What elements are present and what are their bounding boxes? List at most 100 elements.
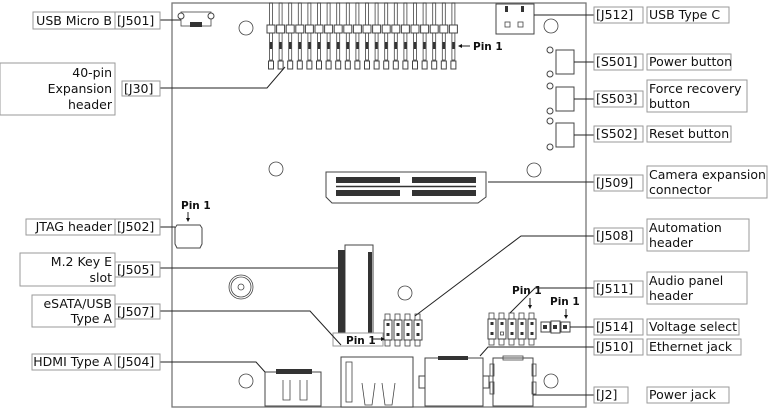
callout-j514: [J514] Voltage select	[593, 318, 740, 336]
svg-text:eSATA/USB: eSATA/USB	[43, 296, 112, 311]
svg-text:[J502]: [J502]	[117, 219, 154, 234]
audio-panel-header-part	[487, 312, 537, 346]
callout-j501: USB Micro B [J501]	[32, 11, 161, 30]
callout-j504: HDMI Type A [J504]	[31, 353, 161, 371]
mounting-hole	[238, 20, 254, 36]
svg-text:Type A: Type A	[70, 311, 113, 326]
force-recovery-button-part	[546, 82, 575, 115]
usb-micro-b-connector	[177, 11, 215, 27]
pin1-marker-j514: Pin 1	[550, 296, 580, 319]
svg-text:HDMI Type A: HDMI Type A	[33, 354, 112, 369]
svg-text:USB Type C: USB Type C	[649, 7, 720, 22]
callout-j505: M.2 Key E slot [J505]	[19, 252, 161, 287]
svg-text:Expansion: Expansion	[48, 81, 112, 96]
standoff-hole	[228, 274, 254, 300]
header-pin-column	[448, 2, 458, 70]
svg-text:Audio panel: Audio panel	[649, 273, 723, 288]
svg-text:header: header	[649, 235, 694, 250]
callout-j511: [J511] Audio panel header	[593, 271, 748, 305]
svg-text:Pin 1: Pin 1	[550, 296, 580, 308]
header-pin-column	[314, 2, 324, 70]
callout-label: USB Micro B	[36, 13, 112, 28]
header-pin-column	[304, 2, 314, 70]
camera-expansion-connector	[325, 171, 487, 204]
svg-text:[S501]: [S501]	[596, 54, 638, 69]
header-pin-column	[362, 2, 372, 70]
hdmi-type-a-connector	[264, 369, 322, 407]
header-pin-column	[429, 2, 439, 70]
svg-text:Pin 1: Pin 1	[346, 335, 376, 347]
header-pin-column	[343, 2, 353, 70]
callout-j510: [J510] Ethernet jack	[593, 338, 742, 356]
mounting-hole	[543, 373, 559, 389]
callout-ref: [J501]	[117, 13, 154, 28]
svg-text:button: button	[649, 96, 690, 111]
svg-text:[J508]: [J508]	[596, 228, 633, 243]
header-pin-column	[527, 312, 537, 346]
m2-key-e-slot	[338, 244, 374, 341]
header-pin-column	[403, 313, 413, 347]
jtag-header-part	[174, 224, 203, 249]
header-pin-column	[381, 2, 391, 70]
svg-text:M.2 Key E: M.2 Key E	[51, 254, 112, 269]
header-pin-column	[507, 312, 517, 346]
mounting-hole	[268, 161, 284, 177]
callout-j509: [J509] Camera expansion connector	[593, 165, 768, 199]
callout-j512: [J512] USB Type C	[593, 6, 730, 24]
header-pin-column	[410, 2, 420, 70]
callout-s501: [S501] Power button	[593, 53, 732, 71]
svg-text:Pin 1: Pin 1	[473, 41, 503, 53]
svg-text:slot: slot	[89, 270, 112, 285]
header-pin-column	[295, 2, 305, 70]
mounting-hole	[238, 373, 254, 389]
svg-text:[J511]: [J511]	[596, 281, 633, 296]
callout-s503: [S503] Force recovery button	[593, 79, 748, 113]
mounting-hole	[526, 162, 542, 178]
svg-text:header: header	[649, 288, 694, 303]
callout-s502: [S502] Reset button	[593, 125, 732, 143]
automation-header-part	[383, 313, 423, 347]
header-pin-column	[324, 2, 334, 70]
svg-text:Pin 1: Pin 1	[512, 285, 542, 297]
svg-text:[J514]: [J514]	[596, 319, 633, 334]
callout-j507: eSATA/USB Type A [J507]	[31, 294, 161, 328]
power-button-part	[546, 46, 575, 78]
svg-text:40-pin: 40-pin	[72, 65, 112, 80]
callout-j30: 40-pin Expansion header [J30]	[0, 62, 161, 116]
svg-text:Reset button: Reset button	[649, 126, 729, 141]
pin1-marker-j502: Pin 1	[181, 200, 211, 222]
header-pin-column	[393, 313, 403, 347]
svg-text:[J510]: [J510]	[596, 339, 633, 354]
svg-text:[J2]: [J2]	[596, 387, 617, 402]
header-pin-column	[333, 2, 343, 70]
svg-text:[J512]: [J512]	[596, 7, 633, 22]
svg-text:[J507]: [J507]	[117, 304, 154, 319]
header-pin-column	[517, 312, 527, 346]
power-jack	[489, 355, 537, 407]
header-pin-column	[383, 313, 393, 347]
header-pin-column	[400, 2, 410, 70]
svg-text:Pin 1: Pin 1	[181, 200, 211, 212]
callout-j508: [J508] Automation header	[593, 218, 750, 252]
mounting-hole	[543, 18, 559, 34]
esata-usb-type-a-connector	[340, 356, 414, 408]
callout-j2: [J2] Power jack	[593, 386, 730, 404]
svg-text:header: header	[68, 97, 113, 112]
svg-text:[S502]: [S502]	[596, 126, 638, 141]
leader-lines	[160, 14, 594, 396]
mounting-holes	[228, 18, 559, 389]
svg-text:JTAG header: JTAG header	[35, 219, 113, 234]
header-pin-column	[372, 2, 382, 70]
svg-text:[J509]: [J509]	[596, 175, 633, 190]
voltage-select-jumper	[540, 320, 571, 334]
svg-text:[J505]: [J505]	[117, 262, 154, 277]
ethernet-jack	[418, 356, 490, 407]
svg-text:Power jack: Power jack	[649, 387, 717, 402]
header-pin-column	[487, 312, 497, 346]
header-pin-column	[352, 2, 362, 70]
svg-text:Ethernet jack: Ethernet jack	[649, 339, 733, 354]
svg-text:connector: connector	[649, 182, 712, 197]
reset-button-part	[546, 117, 575, 151]
mounting-hole	[397, 285, 413, 301]
svg-text:Power button: Power button	[649, 54, 732, 69]
